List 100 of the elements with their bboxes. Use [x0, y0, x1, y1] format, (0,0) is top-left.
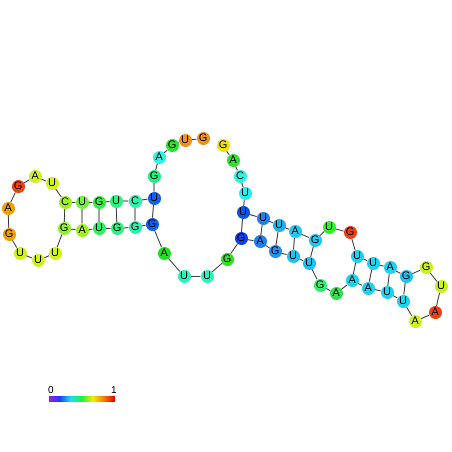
nucleotide-circle: U	[46, 177, 58, 190]
base-pair-line	[368, 269, 372, 282]
nucleotide-circle: A	[76, 224, 88, 236]
nucleotide-circle: G	[166, 139, 178, 152]
backbone-line	[280, 252, 288, 256]
nucleotide-circle: U	[110, 194, 122, 208]
base-pair-line	[352, 262, 356, 275]
nucleotide-circle: C	[234, 170, 246, 183]
nucleotide-circle: G	[58, 222, 70, 236]
nucleotide-circle: G	[314, 278, 326, 292]
base-pair-line	[310, 246, 314, 258]
backbone-line	[411, 270, 421, 274]
nucleotide-circle: G	[196, 132, 210, 146]
backbone-line	[300, 234, 310, 238]
nucleotide-circle: U	[200, 270, 214, 283]
nucleotide-circle: U	[236, 206, 250, 220]
nucleotide-circle: U	[178, 270, 190, 283]
base-pair-line	[116, 207, 118, 223]
base-pair-line	[64, 208, 66, 223]
nucleotide-circle: U	[272, 219, 286, 232]
backbone-line	[430, 272, 438, 282]
backbone-line	[88, 228, 94, 230]
nucleotide-circle: G	[220, 252, 234, 266]
nucleotide-circle: U	[148, 192, 160, 205]
nucleotide-circle: U	[366, 256, 380, 270]
nucleotide-circle: G	[400, 270, 412, 283]
nucleotide-circle: G	[420, 261, 432, 274]
nucleotide-circle: C	[128, 194, 142, 208]
backbone-line	[105, 228, 111, 230]
nucleotide-circle: U	[238, 187, 252, 200]
nucleotide-circle: G	[110, 222, 124, 236]
nucleotide-circle: G	[234, 232, 248, 246]
backbone-line	[406, 306, 412, 316]
nucleotide-circle: G	[12, 180, 24, 193]
backbone-line	[264, 244, 270, 249]
backbone-line	[122, 200, 129, 202]
backbone-line	[8, 214, 10, 228]
nucleotide-circle: U	[76, 196, 88, 209]
nucleotide-circle: U	[286, 250, 300, 263]
base-pair-line	[241, 218, 243, 233]
base-pair-line	[260, 224, 263, 236]
nucleotide-circle: G	[128, 220, 142, 234]
backbone-line	[155, 163, 158, 171]
nucleotide-circle: A	[408, 314, 422, 328]
backbone-line	[190, 276, 201, 277]
nucleotide-circle: U	[178, 134, 192, 147]
backbone-line	[241, 182, 244, 188]
nucleotide-circle: U	[350, 250, 364, 263]
nucleotide-circle: G	[2, 228, 16, 241]
nucleotide-circle: G	[344, 226, 356, 240]
scale-tick-label: 0	[48, 386, 54, 396]
nucleotide-circle: G	[146, 218, 158, 231]
backbone-line	[340, 284, 348, 290]
base-pair-line	[98, 208, 100, 223]
nucleotide-circle: U	[32, 254, 44, 267]
nucleotide-circle: U	[434, 280, 448, 294]
base-pair-line	[403, 282, 406, 296]
nucleotide-circle: A	[330, 287, 342, 300]
nucleotide-circle: U	[48, 246, 62, 260]
nucleotide-circle: A	[226, 154, 240, 167]
nucleotide-circle: A	[152, 151, 166, 164]
backbone-line	[55, 188, 62, 198]
nucleotide-circle: G	[268, 245, 282, 258]
scale-tick-label: 1	[111, 386, 117, 396]
base-pair-line	[387, 274, 390, 286]
backbone-line	[230, 244, 238, 254]
nucleotide-circle: A	[362, 282, 374, 294]
base-pair-line	[152, 204, 154, 218]
backbone-line	[56, 234, 62, 248]
base-pair-line	[293, 237, 295, 250]
nucleotide-circle: G	[216, 139, 230, 152]
nucleotide-circle: U	[302, 256, 316, 270]
backbone-line	[122, 227, 130, 229]
nucleotide-circle: U	[380, 286, 394, 299]
nucleotide-circle: G	[148, 170, 160, 183]
nucleotide-circle: A	[158, 246, 170, 260]
nucleotide-circle: U	[256, 212, 270, 225]
nucleotide-circle: A	[254, 235, 266, 248]
backbone-line	[243, 200, 245, 207]
nucleotide-circle: U	[396, 294, 410, 308]
backbone-line	[12, 239, 18, 248]
nucleotide-circle: A	[384, 261, 396, 274]
nucleotide-circle: A	[428, 306, 442, 320]
nucleotide-circle: U	[322, 220, 336, 234]
nucleotide-circle: G	[308, 234, 322, 247]
nucleotide-circle: A	[346, 274, 358, 288]
backbone-line	[10, 192, 16, 203]
base-pair-line	[275, 232, 279, 246]
backbone-line	[211, 262, 223, 273]
backbone-line	[190, 138, 198, 140]
backbone-line	[168, 258, 180, 272]
nucleotide-circle: A	[2, 202, 14, 215]
base-pair-line	[134, 207, 136, 222]
nucleotide-circle: G	[92, 196, 106, 209]
backbone-line	[154, 230, 162, 248]
backbone-line	[436, 292, 440, 307]
nucleotide-circle: U	[92, 222, 106, 236]
backbone-line	[311, 268, 318, 280]
nucleotide-circle: A	[28, 170, 42, 183]
nucleotide-circle: C	[58, 196, 72, 209]
